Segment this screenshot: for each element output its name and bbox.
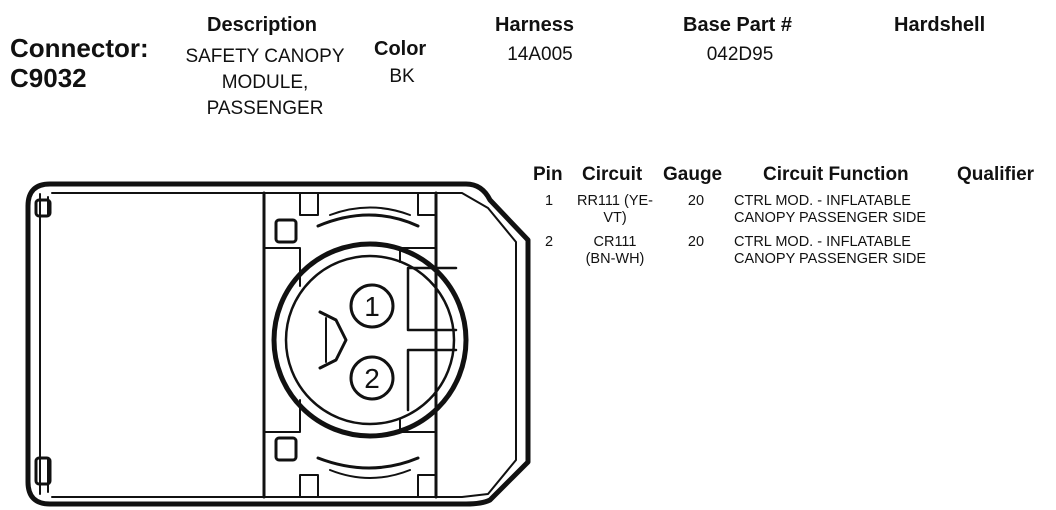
harness-header: Harness	[495, 14, 574, 36]
function-line: CTRL MOD. - INFLATABLE	[734, 193, 911, 209]
function-line: CTRL MOD. - INFLATABLE	[734, 234, 911, 250]
function-line: CANOPY PASSENGER SIDE	[734, 210, 927, 226]
circuit-line: RR111 (YE-	[576, 193, 653, 209]
function-line: CANOPY PASSENGER SIDE	[734, 251, 927, 267]
connector-inner-outline	[51, 192, 517, 498]
color-header: Color	[374, 38, 427, 60]
base-part-header: Base Part #	[683, 14, 792, 36]
description-line: SAFETY CANOPY	[185, 46, 345, 67]
pin-1-circle	[349, 283, 395, 329]
key-slot	[274, 436, 298, 462]
circuit-function-cell: CTRL MOD. - INFLATABLE CANOPY PASSENGER …	[734, 234, 926, 268]
circuit-cell: RR111 (YE- VT)	[560, 193, 670, 227]
shroud-arc	[316, 213, 420, 228]
cavity-key	[406, 348, 458, 412]
circuit-function-column-header: Circuit Function	[763, 164, 909, 185]
connector-id: C9032	[10, 63, 87, 93]
gauge-column-header: Gauge	[663, 164, 723, 185]
description-line: PASSENGER	[206, 98, 324, 119]
connector-label: Connector:	[10, 33, 149, 63]
circuit-cell: CR111 (BN-WH)	[560, 234, 670, 268]
color-value: BK	[389, 66, 415, 87]
pin-number: 2	[544, 234, 554, 250]
polarization-key	[318, 310, 348, 370]
circuit-line: CR111	[593, 234, 637, 250]
terminal-cavity-outer	[271, 241, 469, 439]
harness-value: 14A005	[507, 44, 573, 65]
shroud-arc	[329, 469, 411, 479]
gauge-cell: 20	[687, 193, 705, 209]
pin-1-label: 1	[364, 291, 380, 322]
terminal-cavity-inner	[284, 254, 456, 426]
pin-column-header: Pin	[533, 164, 563, 185]
description-value: SAFETY CANOPY MODULE, PASSENGER	[170, 44, 360, 122]
pin-2-label: 2	[364, 363, 380, 394]
guide-box	[417, 474, 437, 498]
face-frame	[263, 399, 301, 433]
gauge-cell: 20	[687, 234, 705, 250]
guide-box	[299, 474, 319, 498]
description-header: Description	[207, 14, 318, 36]
shroud-arc	[329, 206, 411, 216]
guide-box	[299, 192, 319, 216]
hardshell-header: Hardshell	[894, 14, 986, 36]
description-line: MODULE,	[221, 72, 309, 93]
latch-notch	[34, 456, 52, 486]
latch-notch	[34, 198, 52, 218]
key-slot	[274, 218, 298, 244]
base-part-value: 042D95	[706, 44, 774, 65]
connector-housing-outline	[25, 181, 531, 507]
circuit-line: (BN-WH)	[585, 251, 645, 267]
shroud-arc	[316, 456, 420, 470]
pin-number: 1	[544, 193, 554, 209]
circuit-line: VT)	[603, 210, 627, 226]
pin-2-circle	[349, 355, 395, 401]
qualifier-column-header: Qualifier	[957, 164, 1035, 185]
guide-box	[417, 192, 437, 216]
circuit-column-header: Circuit	[582, 164, 643, 185]
circuit-function-cell: CTRL MOD. - INFLATABLE CANOPY PASSENGER …	[734, 193, 926, 227]
cavity-key	[406, 266, 458, 332]
